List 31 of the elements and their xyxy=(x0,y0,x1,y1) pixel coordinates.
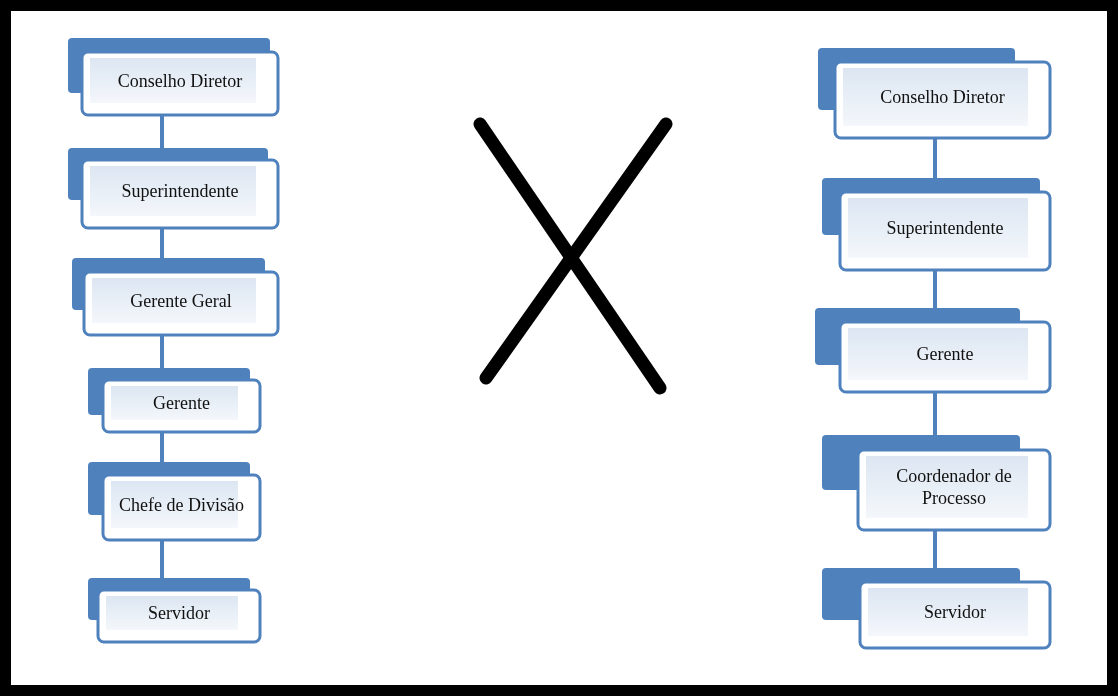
box-label: Servidor xyxy=(148,602,210,624)
connector-line xyxy=(160,335,164,368)
org-chart-box xyxy=(818,48,1050,138)
box-label: Superintendente xyxy=(121,180,239,202)
connector-line xyxy=(933,270,937,308)
org-chart-box xyxy=(88,578,260,642)
connector-line xyxy=(933,392,937,435)
box-label: Conselho Diretor xyxy=(880,86,1005,108)
connector-line xyxy=(160,228,164,258)
connector-line xyxy=(933,138,937,178)
org-chart-box xyxy=(815,308,1050,392)
box-label: Gerente xyxy=(153,392,210,414)
org-chart-box xyxy=(68,148,278,228)
box-label: Servidor xyxy=(924,601,986,623)
box-label: Gerente Geral xyxy=(130,289,232,312)
connector-line xyxy=(160,540,164,578)
box-label: Gerente xyxy=(916,343,974,365)
box-label: Coordenador de Processo xyxy=(895,465,1013,509)
connector-line xyxy=(160,115,164,148)
org-chart-box xyxy=(72,258,278,335)
box-label: Chefe de Divisão xyxy=(119,493,244,516)
box-label: Superintendente xyxy=(886,217,1004,239)
org-chart-box xyxy=(822,435,1050,530)
connector-line xyxy=(160,432,164,462)
box-label: Conselho Diretor xyxy=(117,69,243,92)
org-chart-box xyxy=(68,38,278,115)
connector-line xyxy=(933,530,937,568)
org-chart-box xyxy=(822,178,1050,270)
org-chart-box xyxy=(822,568,1050,648)
org-chart-box xyxy=(88,462,260,540)
org-chart-box xyxy=(88,368,260,432)
